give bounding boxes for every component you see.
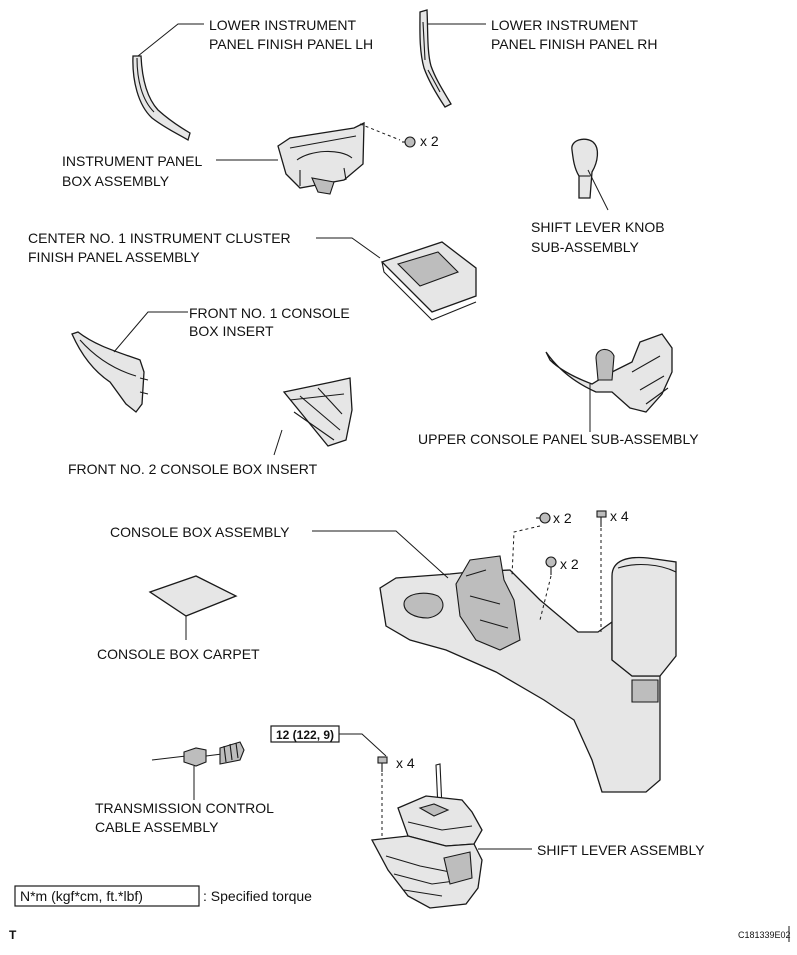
leader-front-insert-1: [113, 311, 188, 353]
leader-lh-panel: [137, 23, 204, 57]
legend-unit: N*m (kgf*cm, ft.*lbf): [20, 888, 143, 904]
front-no1-console-box-insert: [71, 331, 149, 413]
qty-box-screws: x 2: [420, 133, 439, 149]
transmission-control-cable: [151, 741, 245, 767]
dash-console-clips: [511, 525, 541, 577]
legend-unit-box: [14, 885, 200, 907]
instrument-panel-box-assembly: [277, 121, 365, 195]
qty-console-bolts: x 4: [610, 508, 629, 524]
leader-center-cluster: [316, 237, 381, 259]
label-transmission-cable: TRANSMISSION CONTROL CABLE ASSEMBLY: [95, 800, 277, 835]
legend-description: : Specified torque: [203, 888, 312, 904]
console-box-carpet: [148, 575, 238, 617]
lower-instrument-panel-finish-panel-rh: [419, 9, 452, 108]
label-console-box: CONSOLE BOX ASSEMBLY: [110, 524, 290, 540]
label-shift-knob: SHIFT LEVER KNOB SUB-ASSEMBLY: [531, 219, 668, 255]
label-front-insert-1: FRONT NO. 1 CONSOLE BOX INSERT: [189, 305, 354, 339]
bolt-icon: [377, 756, 388, 772]
label-shift-lever: SHIFT LEVER ASSEMBLY: [537, 842, 705, 858]
clip-icon: [536, 512, 551, 524]
console-box-assembly: [379, 555, 677, 793]
torque-value: 12 (122, 9): [276, 728, 334, 742]
label-upper-console: UPPER CONSOLE PANEL SUB-ASSEMBLY: [418, 431, 699, 447]
shift-lever-knob: [571, 138, 599, 199]
leader-torque: [339, 733, 387, 757]
leader-console-box: [312, 530, 449, 579]
screw-icon: [545, 556, 557, 575]
corner-mark: T: [9, 928, 17, 942]
figure-code: C181339E02: [738, 930, 791, 940]
lower-instrument-panel-finish-panel-lh: [132, 55, 191, 141]
label-instrument-panel-box: INSTRUMENT PANEL BOX ASSEMBLY: [62, 153, 206, 189]
shift-lever-assembly: [370, 763, 483, 909]
legend: N*m (kgf*cm, ft.*lbf) : Specified torque: [14, 885, 312, 907]
dash-box-screws: [359, 123, 401, 141]
leader-front-insert-2: [273, 429, 283, 456]
label-center-cluster: CENTER NO. 1 INSTRUMENT CLUSTER FINISH P…: [28, 230, 295, 265]
label-console-carpet: CONSOLE BOX CARPET: [97, 646, 260, 662]
qty-console-clips: x 2: [553, 510, 572, 526]
dash-console-screws-mid: [539, 575, 552, 621]
qty-console-screws-mid: x 2: [560, 556, 579, 572]
center-cluster-finish-panel: [380, 241, 477, 321]
label-front-insert-2: FRONT NO. 2 CONSOLE BOX INSERT: [68, 461, 318, 477]
label-rh-panel: LOWER INSTRUMENT PANEL FINISH PANEL RH: [491, 17, 657, 52]
qty-shift-bolts: x 4: [396, 755, 415, 771]
label-lh-panel: LOWER INSTRUMENT PANEL FINISH PANEL LH: [209, 17, 373, 52]
front-no2-console-box-insert: [282, 377, 353, 447]
torque-spec-box: 12 (122, 9): [270, 725, 340, 743]
bolt-icon: [596, 510, 607, 527]
leader-shift-knob: [587, 169, 609, 211]
upper-console-panel: [545, 333, 673, 413]
screw-icon: [402, 136, 416, 148]
